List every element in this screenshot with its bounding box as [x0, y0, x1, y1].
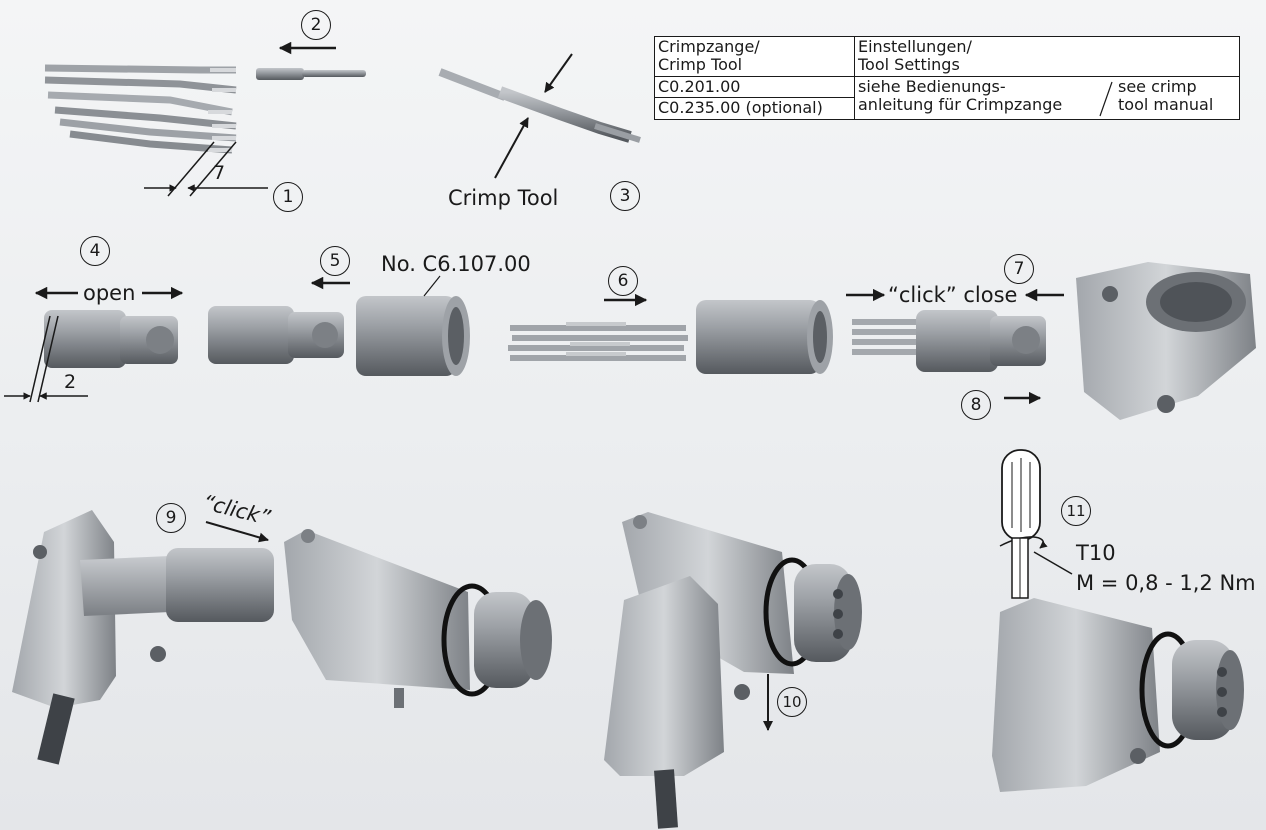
- settings-note-en-line1: see crimp: [1118, 76, 1197, 96]
- step-11-badge: 11: [1061, 496, 1091, 526]
- click-close-label: “click” close: [888, 283, 1018, 307]
- closed-insert-and-housing-drawing: [846, 262, 1256, 420]
- header-settings-de: Einstellungen/: [858, 37, 972, 56]
- crimp-tool-settings-table: Crimpzange/ Crimp Tool Einstellungen/ To…: [654, 36, 1240, 120]
- stripped-wires-drawing: [44, 64, 268, 197]
- step-2-badge: 2: [301, 10, 331, 40]
- table-header-row: Crimpzange/ Crimp Tool Einstellungen/ To…: [654, 36, 1240, 77]
- header-crimp-tool: Crimpzange/ Crimp Tool: [654, 36, 855, 77]
- strip-length-label: 7: [213, 162, 226, 184]
- housing-click-assembly-drawing: [12, 510, 552, 765]
- step-8-badge: 8: [961, 390, 991, 420]
- header-crimp-tool-de: Crimpzange/: [658, 37, 760, 56]
- step-10-badge: 10: [777, 687, 807, 717]
- step-9-badge: 9: [156, 503, 186, 533]
- connector-insert-open-drawing: [4, 286, 184, 403]
- step-1-badge: 1: [273, 182, 303, 212]
- slash-divider: [1099, 81, 1113, 116]
- header-tool-settings: Einstellungen/ Tool Settings: [854, 36, 1240, 77]
- table-row: C0.235.00 (optional): [654, 97, 1240, 120]
- settings-note-de-line1: siehe Bedienungs-: [858, 76, 1006, 96]
- step-3-badge: 3: [610, 181, 640, 211]
- settings-note-de-line2: anleitung für Crimpzange: [858, 95, 1063, 115]
- step-6-badge: 6: [608, 266, 638, 296]
- pins-and-sleeve-drawing: [508, 293, 833, 374]
- header-crimp-tool-en: Crimp Tool: [658, 55, 743, 75]
- assembled-connector-drawing: [604, 512, 862, 829]
- step-4-badge: 4: [80, 236, 110, 266]
- step-7-badge: 7: [1004, 254, 1034, 284]
- settings-note-cell: siehe Bedienungs- anleitung für Crimpzan…: [854, 75, 1240, 120]
- insert-and-sleeve-drawing: [208, 275, 470, 376]
- part-number-label: No. C6.107.00: [381, 252, 531, 276]
- screwdriver-torque-drawing: [992, 449, 1244, 792]
- table-row: C0.201.00 siehe Bedienungs- anleitung fü…: [654, 75, 1240, 120]
- open-label: open: [83, 281, 136, 305]
- insert-depth-label: 2: [64, 371, 77, 393]
- tool-number-cell: C0.235.00 (optional): [654, 97, 855, 120]
- step-5-badge: 5: [320, 246, 350, 276]
- contact-pin-drawing: [256, 41, 366, 80]
- settings-note-en-line2: tool manual: [1118, 95, 1214, 115]
- header-settings-en: Tool Settings: [858, 55, 960, 75]
- crimping-drawing: [438, 53, 641, 179]
- tool-number-cell: C0.201.00: [654, 75, 855, 99]
- torque-label: M = 0,8 - 1,2 Nm: [1076, 571, 1256, 595]
- torx-size-label: T10: [1076, 541, 1116, 565]
- crimp-tool-label: Crimp Tool: [448, 186, 559, 210]
